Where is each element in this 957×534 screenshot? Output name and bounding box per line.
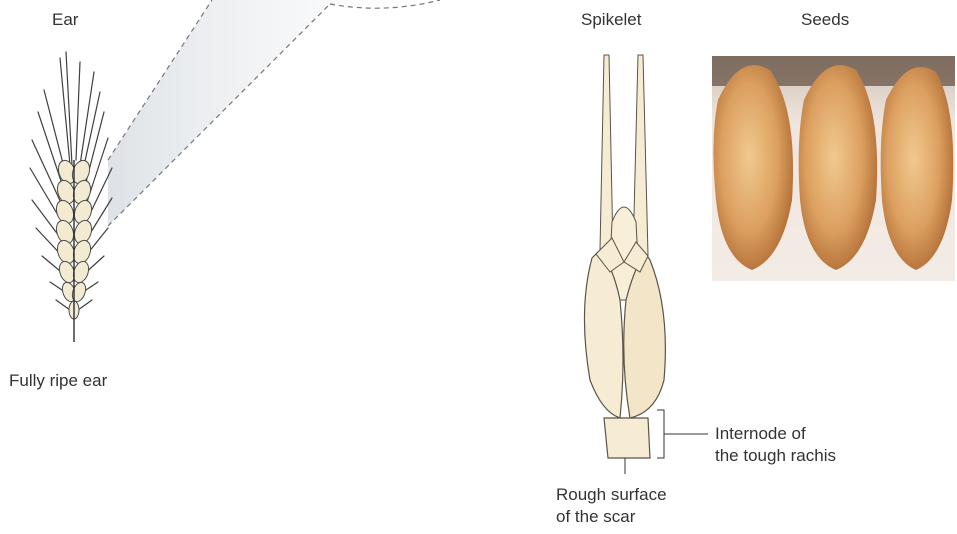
ear-label: Ear (52, 9, 78, 30)
rough-surface-label-line1: Rough surface (556, 484, 667, 505)
spikelet-label: Spikelet (581, 9, 641, 30)
rough-surface-label-line2: of the scar (556, 506, 635, 527)
seeds-label: Seeds (801, 9, 849, 30)
wheat-ear-illustration (30, 52, 112, 342)
internode-bracket (657, 410, 708, 458)
internode-label-line2: the tough rachis (715, 445, 836, 466)
zoom-wedge (108, 0, 440, 226)
seeds-photo (712, 56, 955, 281)
fully-ripe-ear-label: Fully ripe ear (9, 370, 107, 391)
internode-label-line1: Internode of (715, 423, 806, 444)
spikelet-illustration (584, 55, 665, 474)
